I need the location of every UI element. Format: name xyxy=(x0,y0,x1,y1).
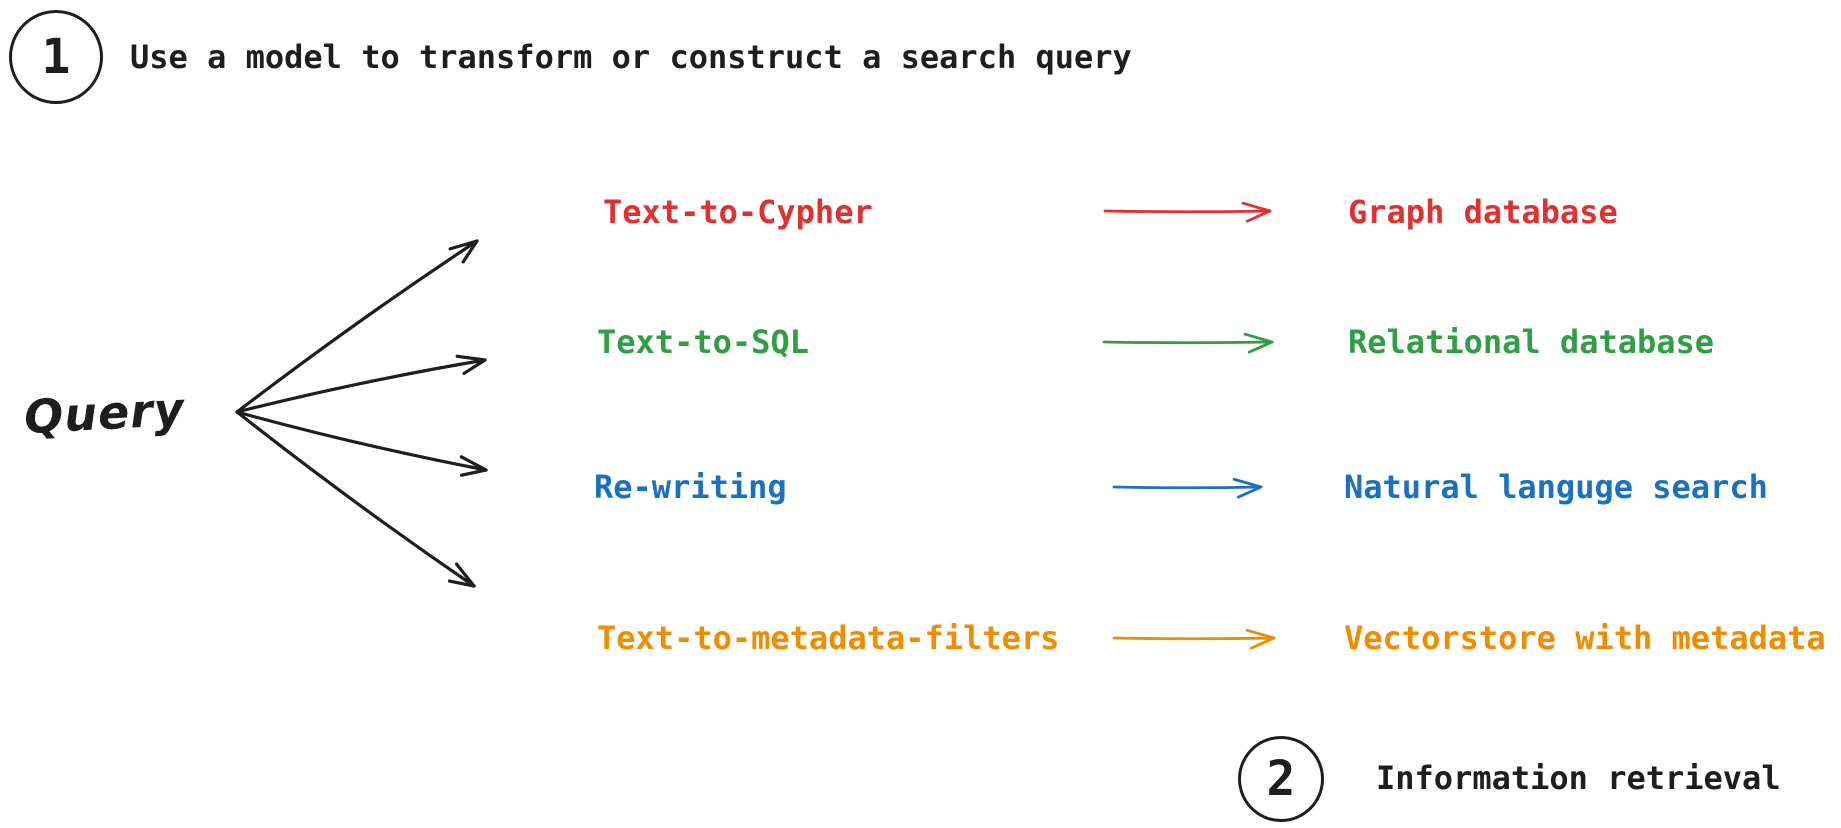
fan-arrow xyxy=(235,239,479,414)
flow-arrow xyxy=(1112,477,1263,499)
method-label-text-to-sql: Text-to-SQL xyxy=(597,323,809,361)
target-label-relational-database: Relational database xyxy=(1348,323,1715,361)
flow-arrow xyxy=(1102,332,1274,354)
method-label-re-writing: Re-writing xyxy=(594,468,787,506)
flow-arrow xyxy=(1112,628,1276,650)
method-label-text-to-metadata-filters: Text-to-metadata-filters xyxy=(597,619,1060,657)
target-label-vectorstore-with-metadata: Vectorstore with metadata xyxy=(1344,619,1826,657)
step-2-label: Information retrieval xyxy=(1376,759,1781,797)
flow-arrow xyxy=(1103,201,1272,223)
fan-arrow xyxy=(235,354,487,414)
step-2-badge: 2 xyxy=(1238,736,1324,822)
fan-arrow xyxy=(235,410,476,588)
query-label: Query xyxy=(22,381,187,445)
target-label-graph-database: Graph database xyxy=(1348,193,1618,231)
method-label-text-to-cypher: Text-to-Cypher xyxy=(603,193,873,231)
step-1-label: Use a model to transform or construct a … xyxy=(130,38,1132,76)
target-label-natural-language-search: Natural languge search xyxy=(1344,468,1768,506)
step-1-badge: 1 xyxy=(9,10,103,104)
fan-arrow xyxy=(235,410,488,477)
step-1-number: 1 xyxy=(41,29,71,85)
step-2-number: 2 xyxy=(1266,751,1296,807)
